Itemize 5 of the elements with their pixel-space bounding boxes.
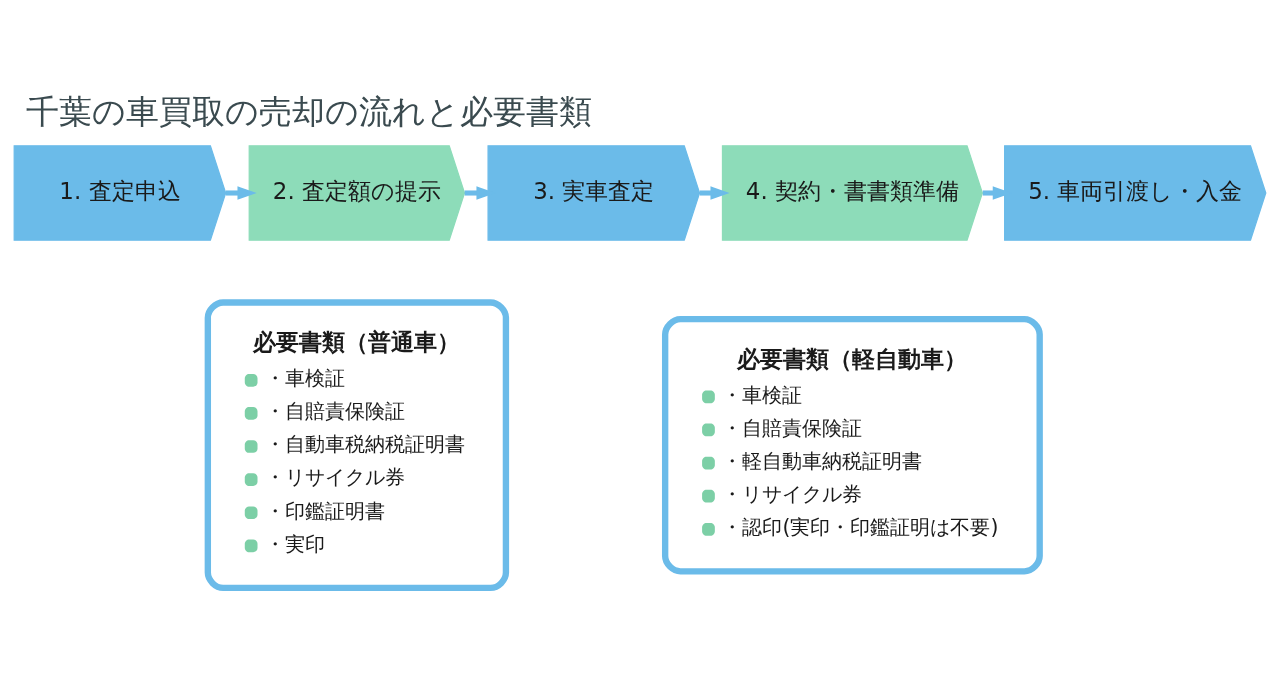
diagram-title: 千葉の車買取の売却の流れと必要書類 — [26, 91, 593, 131]
node-box: 必要書類（軽自動車） ・車検証 ・自賠責保険証 ・軽自動車納税証明書 ・リサイクル券 ・認印(実印・印鑑証明は不要) — [661, 315, 1043, 575]
arrow — [699, 186, 730, 200]
node-box: 必要書類（普通車） ・車検証 ・自賠責保険証 ・自動車税納税証明書 ・リサイクル券 ・印鑑証明書 ・実印 — [204, 299, 510, 592]
arrow — [225, 186, 257, 200]
